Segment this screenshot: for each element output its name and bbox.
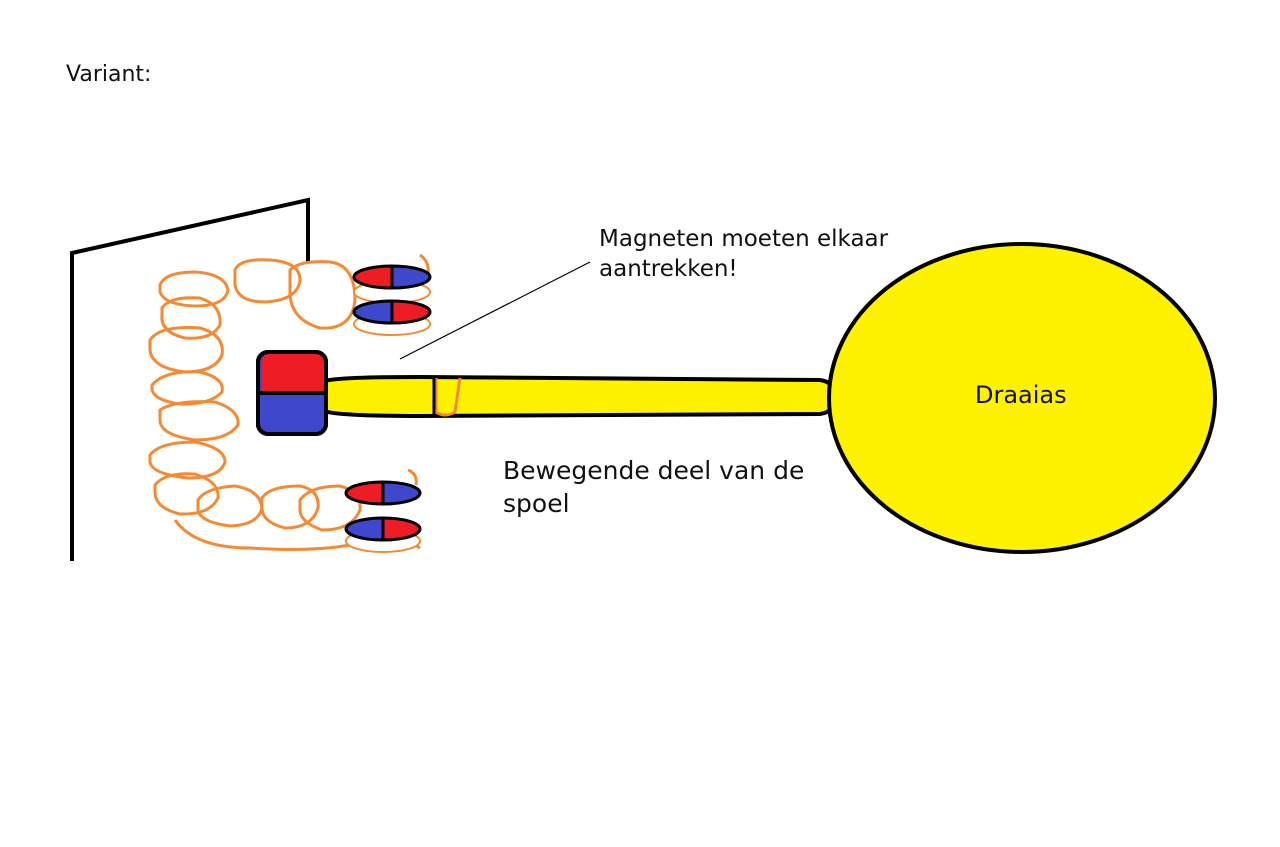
frame-line [70,197,310,561]
rotation-axis-label: Draaias [975,381,1067,409]
moving-part-label-line-2: spoel [503,488,570,518]
magnets-pointer-line [399,261,591,360]
magnet-disc-top-1 [352,264,432,304]
magnet-disc-bottom-2 [344,516,422,553]
magnets-label-line-2: aantrekken! [599,255,738,282]
diagram-title: Variant: [66,62,152,87]
rotation-axis-circle [827,242,1217,554]
moving-part-label-line-1: Bewegende deel van de [503,456,805,485]
magnet-disc-bottom-1 [344,480,422,506]
arm-coil-mark [434,377,462,417]
magnet-disc-top-2 [352,299,432,336]
moving-arm [320,374,838,419]
moving-part-label: Bewegende deel van de spoel [503,455,843,520]
central-magnet [256,350,328,436]
magnets-label: Magneten moeten elkaar aantrekken! [599,225,929,285]
magnets-label-line-1: Magneten moeten elkaar [599,226,889,252]
